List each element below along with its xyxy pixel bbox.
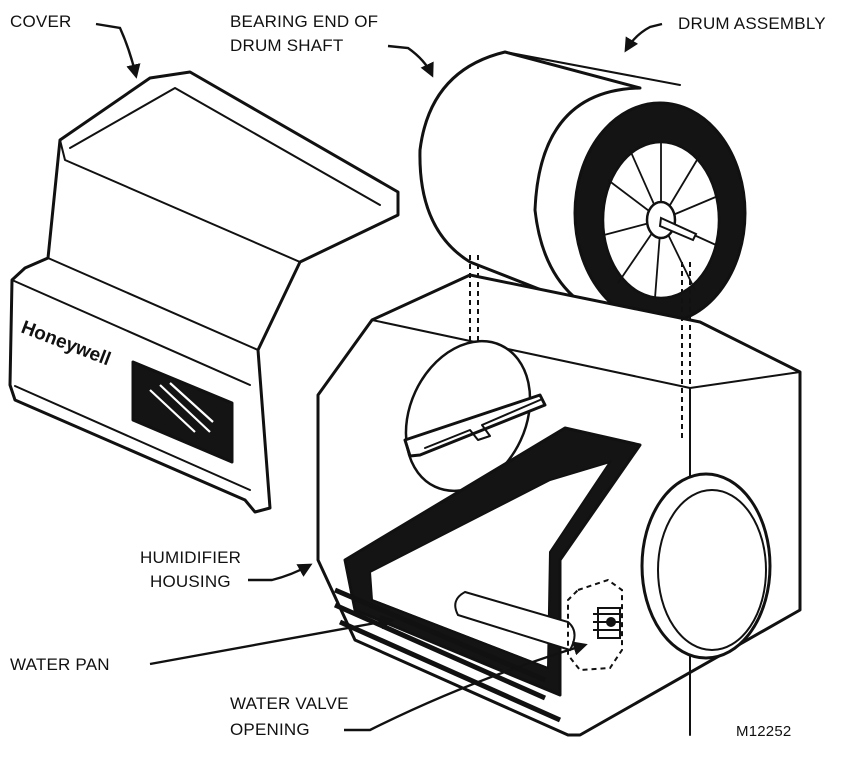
cover-part: Honeywell [8,70,400,514]
valve-label-line2: OPENING [230,720,310,739]
water-pan-leader [149,614,395,666]
cover-label: COVER [10,12,72,31]
housing-label-line1: HUMIDIFIER [140,548,242,567]
bearing-bracket [403,393,547,458]
duct-collar [640,472,772,660]
water-pan-label: WATER PAN [10,655,110,674]
valve-leader [344,641,588,732]
drum-leader [624,22,663,53]
bearing-leader [387,44,434,78]
water-valve-fitting [593,607,621,639]
housing-leader [248,563,313,582]
drum-assembly-label: DRUM ASSEMBLY [678,14,826,33]
valve-label-line1: WATER VALVE [230,694,349,713]
leader-lines [95,22,663,732]
figure-code: M12252 [736,723,792,740]
bearing-label-line2: DRUM SHAFT [230,36,344,55]
housing-label-line2: HOUSING [150,572,231,591]
housing-part [316,255,802,737]
cover-window [131,360,234,464]
drum-assembly-part [418,50,747,325]
bearing-label-line1: BEARING END OF [230,12,379,31]
cover-leader [95,22,141,79]
bearing-opening [404,339,532,493]
drum-shaft [658,216,698,242]
